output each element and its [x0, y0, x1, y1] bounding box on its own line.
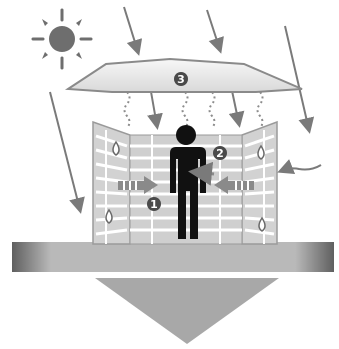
cooling-arrow-2 [194, 172, 214, 174]
heat-wave-icon [125, 92, 263, 128]
marker-2-label: 2 [216, 147, 224, 160]
sun-icon [33, 10, 91, 68]
sun-ray-arrow [285, 26, 309, 130]
breeze-inflow-arrow [281, 165, 321, 171]
marker-2: 2 [213, 146, 227, 160]
sun-ray-arrow [50, 92, 80, 210]
marker-3-label: 3 [177, 73, 185, 86]
roof-canopy: 3 [68, 59, 302, 92]
sun-ray-arrow [207, 10, 220, 50]
sun-ray-arrow [124, 7, 138, 52]
ground-slab [12, 242, 334, 272]
down-arrow-icon [95, 278, 279, 344]
marker-1-label: 1 [150, 198, 158, 211]
marker-1: 1 [147, 197, 161, 211]
